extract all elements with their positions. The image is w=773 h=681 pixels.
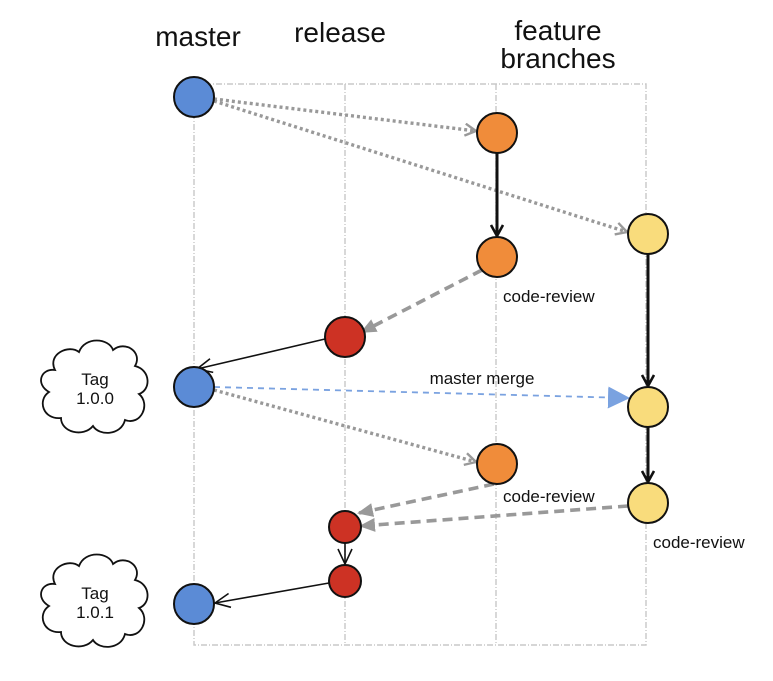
tag-version-label: 1.0.1 bbox=[76, 603, 114, 622]
commit-node-feature-b-1[interactable] bbox=[627, 213, 669, 255]
commit-node-feature-b-2[interactable] bbox=[627, 386, 669, 428]
code-review-label-2: code-review bbox=[503, 487, 595, 506]
edge-master-merge bbox=[213, 386, 630, 409]
edge-release-to-master-1 bbox=[195, 338, 326, 374]
tag-version-label: 1.0.0 bbox=[76, 389, 114, 408]
column-headers: master release feature branches bbox=[155, 15, 615, 74]
commit-node-feature-a-3[interactable] bbox=[476, 443, 518, 485]
commit-node-feature-b-3[interactable] bbox=[627, 482, 669, 524]
edge-feature-a-to-release-2 bbox=[357, 482, 495, 517]
column-header-release: release bbox=[294, 17, 386, 48]
column-header-feature-line2: branches bbox=[500, 43, 615, 74]
column-header-master: master bbox=[155, 21, 241, 52]
column-header-feature-line1: feature bbox=[514, 15, 601, 46]
edge-master-to-feature-a bbox=[213, 97, 476, 131]
commit-node-feature-a-2[interactable] bbox=[476, 236, 518, 278]
edges bbox=[195, 97, 648, 609]
commit-node-master-1[interactable] bbox=[173, 76, 215, 118]
edge-release-to-master-2 bbox=[213, 582, 330, 609]
tag-cloud-1: Tag 1.0.0 bbox=[40, 339, 149, 434]
edge-feature-b-to-release bbox=[359, 504, 629, 532]
commit-node-feature-a-1[interactable] bbox=[476, 112, 518, 154]
code-review-label-1: code-review bbox=[503, 287, 595, 306]
swimlane-border bbox=[193, 83, 647, 646]
commit-node-master-2[interactable] bbox=[173, 366, 215, 408]
edge-master-to-feature-b bbox=[213, 99, 627, 232]
cloud-icon bbox=[40, 553, 149, 648]
commit-node-release-1[interactable] bbox=[324, 316, 366, 358]
commit-nodes bbox=[173, 76, 669, 625]
cloud-icon bbox=[40, 339, 149, 434]
commit-node-release-3[interactable] bbox=[328, 564, 362, 598]
tag-label-line1: Tag bbox=[81, 584, 108, 603]
tag-cloud-2: Tag 1.0.1 bbox=[40, 553, 149, 648]
tag-label-line1: Tag bbox=[81, 370, 108, 389]
commit-node-release-2[interactable] bbox=[328, 510, 362, 544]
edge-feature-a-to-release bbox=[360, 268, 483, 334]
master-merge-label: master merge bbox=[430, 369, 535, 388]
code-review-label-3: code-review bbox=[653, 533, 745, 552]
swimlane-grid bbox=[193, 83, 647, 646]
commit-node-master-3[interactable] bbox=[173, 583, 215, 625]
